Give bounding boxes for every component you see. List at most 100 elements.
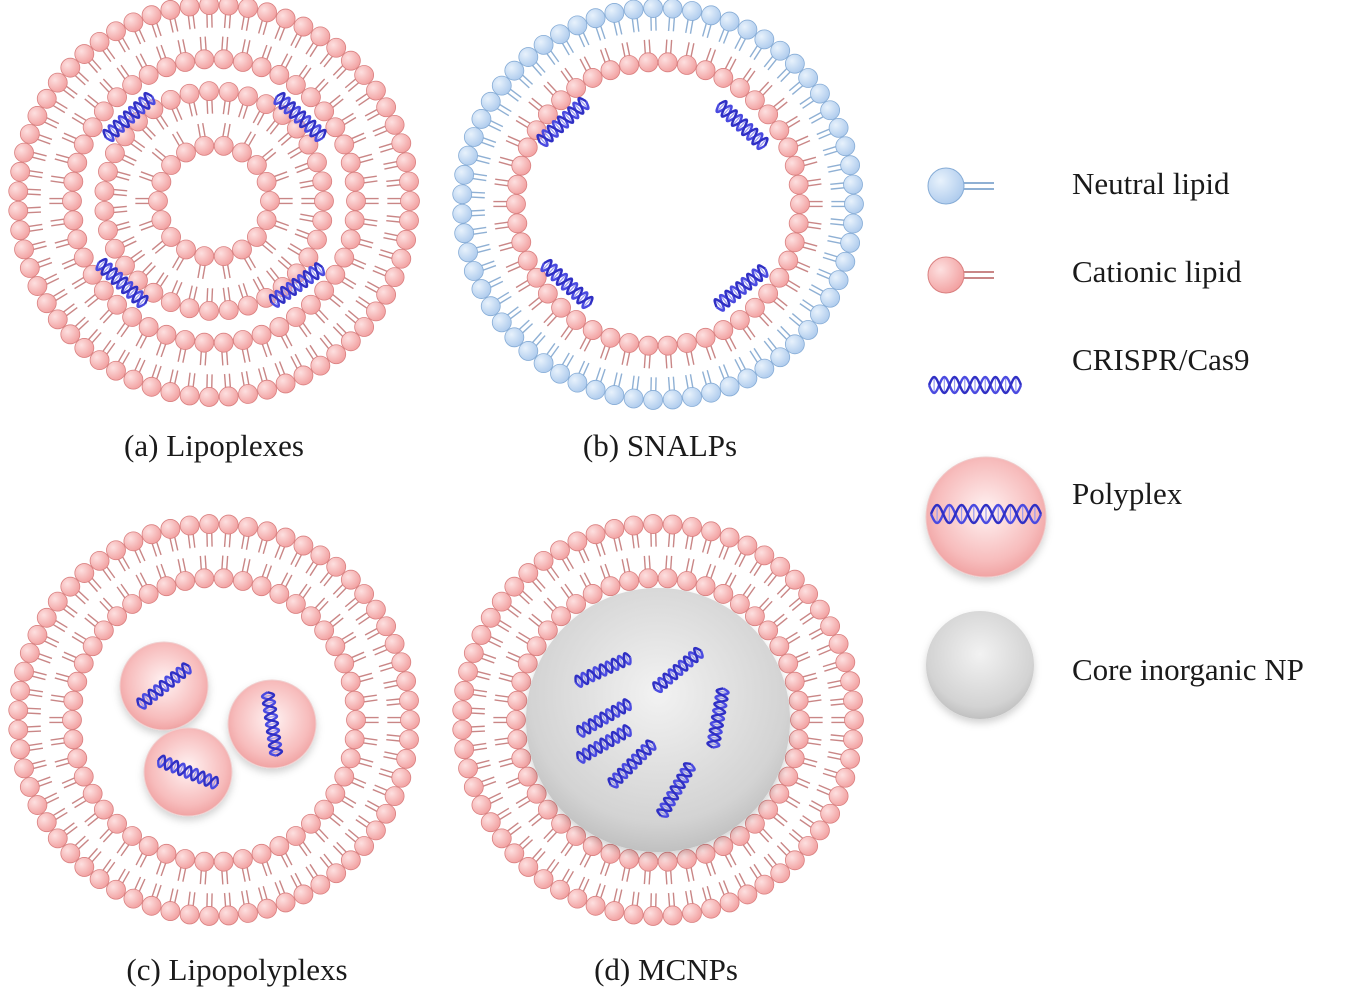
lipid-cationic-outer-a1 (141, 5, 162, 38)
lipid-cationic-inner-a2 (256, 171, 289, 192)
lipid-cationic-inner-a1 (213, 36, 234, 70)
lipid-cationic-inner (695, 327, 717, 361)
lipid-neutral-outer (567, 15, 590, 48)
legend-label-polyplex: Polyplex (1072, 476, 1183, 511)
lipid-cationic-inner-c (116, 826, 143, 857)
lipid-cationic-outer-a2 (179, 285, 200, 319)
legend-label-crispr: CRISPR/Cas9 (1072, 342, 1250, 377)
lipid-cationic-inner (619, 333, 640, 366)
lipid-cationic-inner-d (778, 766, 811, 789)
lipid-cationic-outer-a2 (115, 249, 146, 276)
lipid-cationic-outer-d (604, 888, 625, 921)
lipid-cationic-outer-c (344, 584, 375, 611)
lipid-cationic-inner-a2 (232, 239, 257, 271)
lipid-neutral-outer (734, 356, 758, 389)
lipid-neutral-outer (463, 127, 497, 148)
lipid-neutral-outer (822, 251, 856, 272)
lipid-cationic-outer-a1 (74, 44, 102, 74)
lipid-cationic-inner-a2 (260, 191, 293, 211)
lipid-cationic-inner-a1 (269, 317, 293, 349)
lipid-cationic-outer-c (179, 515, 200, 549)
lipid-cationic-outer-c (257, 886, 277, 919)
lipid-cationic-inner-d (505, 766, 538, 789)
lipid-cationic-outer-d (550, 868, 575, 900)
lipid-cationic-outer-d (749, 545, 775, 577)
lipid-cationic-outer-d (454, 680, 488, 701)
lipid-cationic-outer-a1 (319, 334, 347, 365)
lipid-cationic-outer-a1 (89, 339, 116, 371)
lipid-cationic-outer-a1 (8, 200, 42, 221)
lipid-cationic-outer-d (808, 800, 841, 824)
lipid-cationic-inner-a1 (54, 229, 88, 250)
lipid-cationic-outer-a2 (238, 283, 258, 316)
lipid-cationic-inner-c (71, 783, 103, 809)
lipid-cationic-inner-c (285, 583, 312, 614)
lipid-cationic-outer-a1 (238, 371, 258, 404)
lipid-cationic-inner-a1 (213, 332, 234, 366)
lipid-cationic-inner (778, 135, 811, 158)
lipid-cationic-inner-d (528, 799, 558, 827)
lipid-cationic-inner (619, 42, 640, 75)
lipid-cationic-inner-c (269, 572, 293, 604)
lipid-cationic-outer-c (238, 890, 258, 923)
lipid-cationic-inner (493, 194, 526, 214)
lipid-neutral-outer (776, 53, 805, 83)
lipid-cationic-inner-a1 (334, 132, 367, 155)
lipid-cationic-inner-d (657, 851, 678, 885)
lipid-cationic-outer-a1 (372, 265, 405, 288)
lipid-cationic-outer-c (290, 535, 314, 568)
lipid-cationic-inner-c (346, 710, 379, 730)
lipid-cationic-outer-c (344, 829, 375, 856)
lipid-cationic-inner (784, 155, 818, 176)
lipid-cationic-outer-a1 (305, 344, 331, 376)
crispr-cas9-helix (706, 687, 730, 749)
lipid-cationic-inner-a2 (213, 123, 234, 156)
lipid-neutral-outer (504, 60, 534, 89)
lipid-cationic-outer-a2 (218, 82, 239, 115)
lipid-neutral-outer (518, 47, 546, 77)
lipid-cationic-inner-a2 (194, 246, 215, 279)
lipid-cationic-inner-c (84, 799, 114, 827)
lipid-cationic-inner (729, 67, 756, 98)
lipid-cationic-outer-d (550, 540, 575, 572)
lipid-cationic-inner-a1 (344, 210, 378, 231)
lipid-cationic-outer-d (585, 524, 606, 557)
lipid-neutral-outer (604, 3, 625, 36)
lipid-cationic-inner (560, 67, 587, 98)
lipid-cationic-outer-c (8, 719, 42, 740)
lipid-cationic-outer-a1 (123, 357, 146, 390)
lipid-cationic-outer-a1 (106, 21, 131, 53)
crispr-cas9-helix (715, 99, 769, 151)
lipid-cationic-outer-c (383, 748, 417, 769)
lipid-cationic-outer-a1 (355, 296, 386, 322)
lipid-cationic-inner (788, 174, 822, 195)
lipid-cationic-inner (713, 320, 737, 352)
cationic-lipid-icon (927, 256, 994, 294)
lipid-neutral-outer (718, 364, 740, 397)
lipid-cationic-outer-d (518, 563, 546, 593)
lipid-cationic-inner-d (599, 843, 621, 877)
lipid-cationic-outer-a1 (160, 0, 181, 33)
lipid-cationic-inner (676, 333, 697, 366)
lipid-cationic-inner-a2 (171, 131, 196, 163)
lipid-cationic-inner-d (498, 671, 532, 692)
lipid-neutral-outer (776, 325, 805, 355)
lipid-neutral-outer (822, 136, 856, 157)
lipid-cationic-outer-c (160, 519, 181, 552)
lipid-cationic-inner-a2 (151, 148, 182, 175)
lipid-neutral-outer (458, 242, 491, 263)
lipid-cationic-outer-a1 (8, 181, 42, 202)
lipid-cationic-outer-c (10, 739, 44, 760)
lipid-cationic-inner-d (695, 563, 717, 597)
lipid-cationic-inner-c (251, 563, 273, 597)
lipid-cationic-outer-c (218, 892, 239, 926)
crispr-cas9-helix (652, 646, 704, 694)
lipid-cationic-outer-a2 (218, 287, 239, 320)
lipid-cationic-inner-d (676, 849, 697, 882)
lipid-cationic-outer-d (718, 527, 740, 560)
core-inorganic-np (526, 588, 790, 852)
lipid-cationic-outer-a2 (143, 272, 169, 303)
lipid-neutral-outer (827, 155, 861, 176)
lipid-cationic-inner-c (155, 563, 177, 597)
lipid-cationic-outer-d (458, 758, 491, 779)
